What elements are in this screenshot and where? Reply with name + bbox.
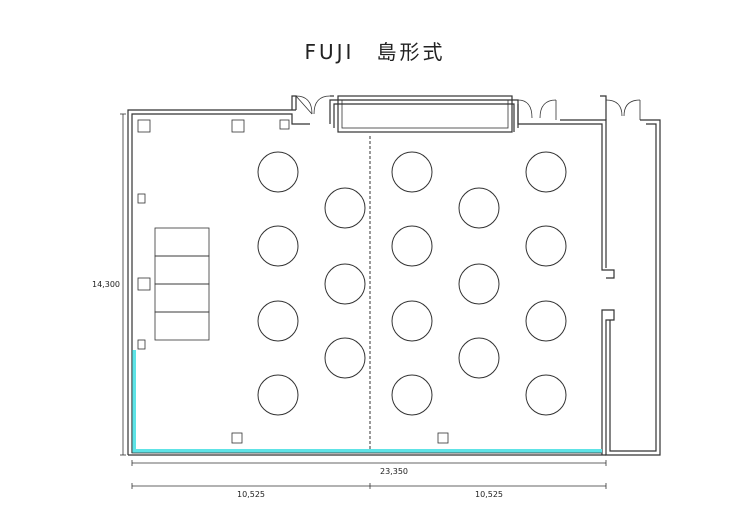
round-table xyxy=(525,374,567,416)
highlighted-wall xyxy=(132,350,602,453)
top-storage xyxy=(337,95,513,133)
rect-table xyxy=(154,255,210,285)
page-title: FUJI 島形式 xyxy=(0,36,750,65)
round-table xyxy=(324,337,366,379)
rect-table xyxy=(154,283,210,313)
door-middle-icon xyxy=(517,99,557,120)
left-half-label: 10,525 xyxy=(237,490,265,499)
dimension-height: 14,300 xyxy=(92,113,126,456)
room-walls xyxy=(127,95,661,456)
rectangular-tables xyxy=(154,227,210,341)
door-left-icon xyxy=(295,95,331,115)
total-width-label: 23,350 xyxy=(380,467,408,476)
pillars xyxy=(137,119,449,444)
right-half-label: 10,525 xyxy=(475,490,503,499)
round-table xyxy=(458,187,500,229)
round-table xyxy=(257,300,299,342)
round-table xyxy=(324,263,366,305)
round-table xyxy=(391,225,433,267)
round-table xyxy=(324,187,366,229)
round-table xyxy=(257,225,299,267)
round-table xyxy=(458,263,500,305)
door-right-icon xyxy=(605,99,641,120)
round-table xyxy=(458,337,500,379)
round-table xyxy=(525,300,567,342)
layout-type: 島形式 xyxy=(376,40,446,64)
round-tables xyxy=(257,151,567,416)
room-name: FUJI xyxy=(304,40,355,64)
round-table xyxy=(391,300,433,342)
round-table xyxy=(257,374,299,416)
round-table xyxy=(391,374,433,416)
round-table xyxy=(257,151,299,193)
round-table xyxy=(391,151,433,193)
dimension-total-width: 23,350 xyxy=(131,460,607,476)
rect-table xyxy=(154,227,210,257)
round-table xyxy=(525,225,567,267)
rect-table xyxy=(154,311,210,341)
height-label: 14,300 xyxy=(92,280,120,289)
dimension-halves: 10,525 10,525 xyxy=(131,483,607,499)
round-table xyxy=(525,151,567,193)
